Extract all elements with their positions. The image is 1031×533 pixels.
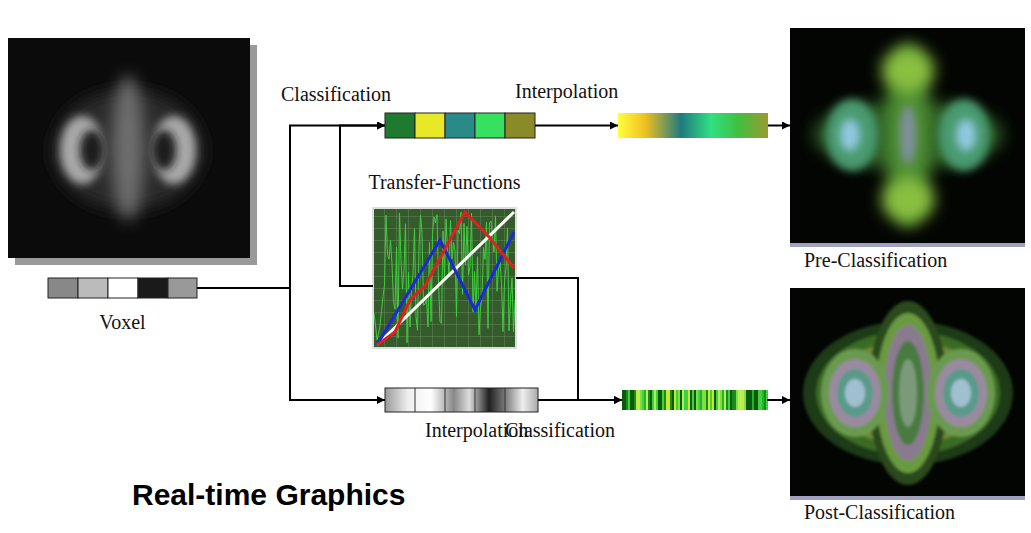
voxel-strip: Voxel [48,278,197,298]
color-strip [385,113,535,138]
transfer-function: Transfer-Functions [373,208,516,348]
post-image: Post-Classification [790,288,1025,496]
barcode-strip: Classification [622,390,767,410]
flow-arrow [767,399,790,401]
node-label: Transfer-Functions [353,170,536,194]
flow-arrow [197,288,385,400]
node-label: Pre-Classification [804,248,947,272]
barcode-strip [622,390,768,410]
transfer-function-chart [373,208,516,348]
gray-strip: Interpolation [385,388,538,412]
flow-arrow [340,126,385,287]
flow-arrow [197,126,385,289]
node-label: Voxel [48,310,197,334]
slide-footer: Real-time Graphics [132,478,405,512]
gray-strip [385,388,538,412]
voxel-strip [48,278,197,298]
pre-image: Pre-Classification [790,28,1025,243]
gradient-strip: Interpolation [618,113,768,138]
gradient-strip [618,113,768,138]
node-label: Classification [505,418,615,442]
node-label: Classification [281,82,391,106]
voxel-image [8,38,257,265]
post-classification-image [790,288,1025,500]
pre-classification-image [790,28,1025,247]
flow-arrow [535,125,618,127]
color-strip: Classification [385,113,535,138]
node-label: Interpolation [515,79,618,103]
flow-arrow [538,399,622,401]
node-label: Post-Classification [804,500,955,524]
flow-arrow [516,278,622,400]
flow-arrow [768,125,790,127]
